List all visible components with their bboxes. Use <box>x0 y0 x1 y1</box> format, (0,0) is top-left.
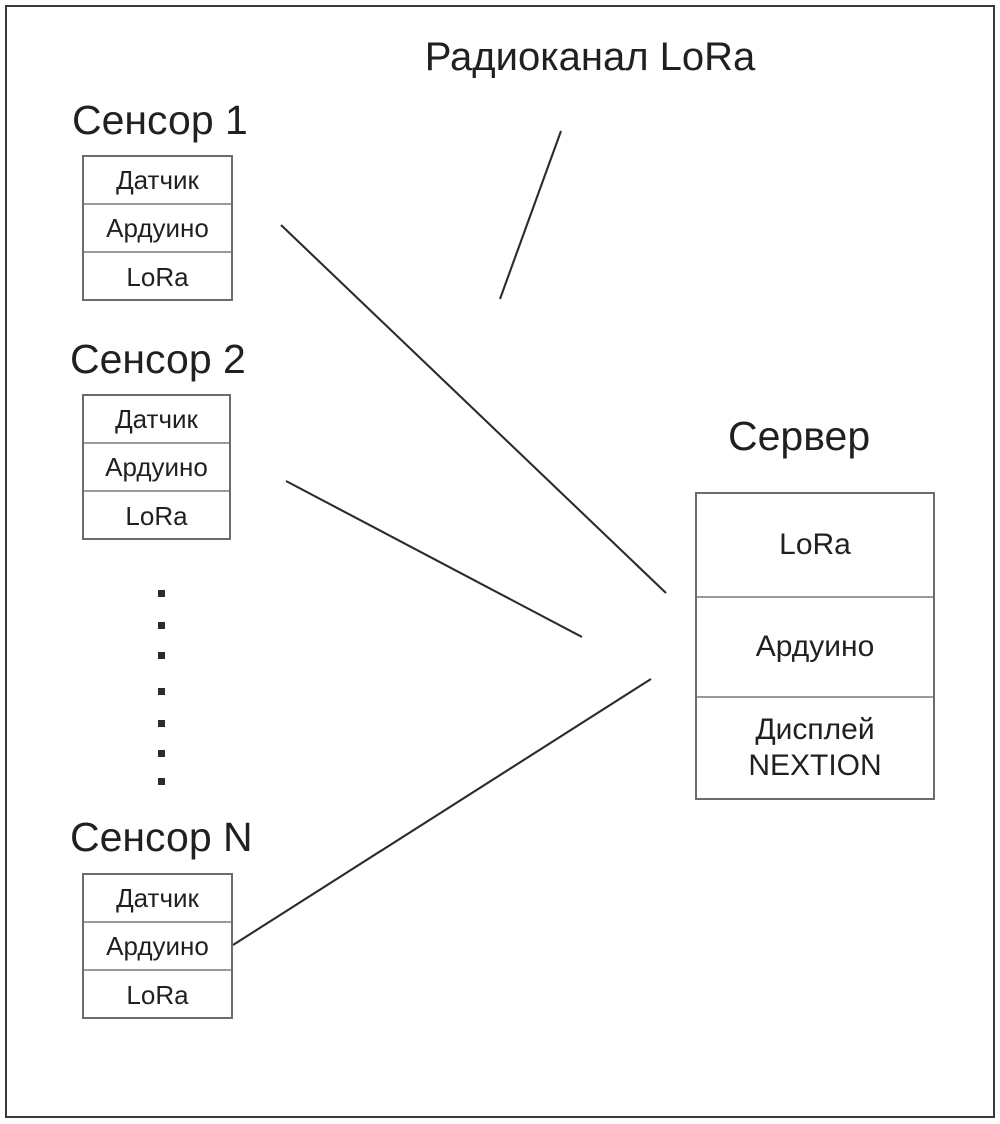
server-row-lora: LoRa <box>697 494 933 598</box>
server-block: LoRa Ардуино Дисплей NEXTION <box>695 492 935 800</box>
sensor1-block: Датчик Ардуино LoRa <box>82 155 233 301</box>
sensor2-row-lora: LoRa <box>125 500 188 531</box>
sensor2-label: Сенсор 2 <box>70 336 246 382</box>
sensor2-row-sensor: Датчик <box>84 396 229 444</box>
diagram-title: Радиоканал LoRa <box>424 35 756 79</box>
sensorN-row-lora: LoRa <box>126 979 189 1010</box>
sensorN-row-arduino: Ардуино <box>84 923 231 971</box>
server-row-arduino: Ардуино <box>697 598 933 698</box>
sensorN-label: Сенсор N <box>70 814 253 860</box>
sensor1-label: Сенсор 1 <box>72 97 248 143</box>
outer-frame-border <box>5 5 995 1118</box>
server-label: Сервер <box>728 413 871 459</box>
sensor2-block: Датчик Ардуино LoRa <box>82 394 231 540</box>
sensorN-row-sensor: Датчик <box>84 875 231 923</box>
sensor-list-ellipsis <box>153 586 173 786</box>
sensor1-row-arduino: Ардуино <box>84 205 231 253</box>
sensor2-row-arduino: Ардуино <box>84 444 229 492</box>
sensor1-row-sensor: Датчик <box>84 157 231 205</box>
sensorN-block: Датчик Ардуино LoRa <box>82 873 233 1019</box>
server-row-display: Дисплей NEXTION <box>748 713 882 782</box>
sensor1-row-lora: LoRa <box>126 261 189 292</box>
